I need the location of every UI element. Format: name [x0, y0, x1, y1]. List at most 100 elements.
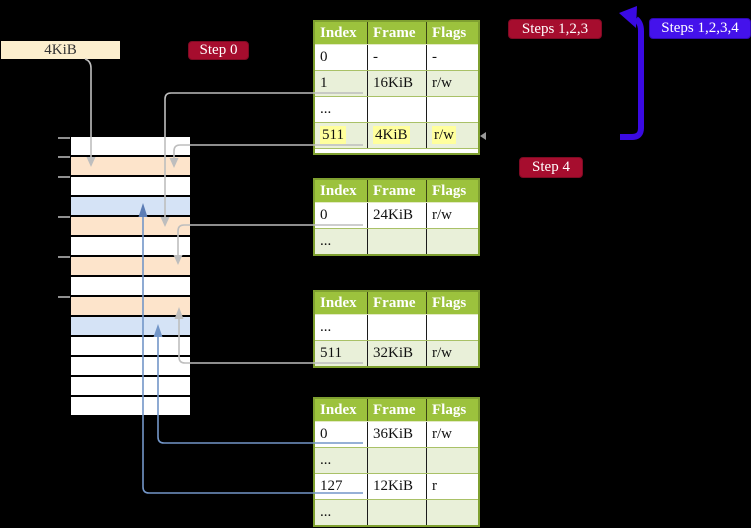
cell-value: r — [432, 478, 437, 494]
cell-value: ... — [320, 452, 332, 468]
table-cell: 1 — [315, 71, 367, 96]
memory-frame-row-white — [71, 137, 190, 155]
arrowhead-into-pt1-row511 — [480, 132, 486, 140]
table-cell — [426, 500, 478, 525]
cell-value: r/w — [432, 207, 452, 223]
cell-value: ... — [320, 319, 332, 335]
table-cell: ... — [315, 448, 367, 473]
cell-value: 127 — [320, 478, 343, 494]
table-cell — [426, 229, 478, 254]
address-tick — [58, 156, 70, 158]
table-cell — [367, 315, 426, 340]
table-body: ... 511 32KiB r/w — [315, 314, 478, 366]
cell-value: 12KiB — [373, 478, 414, 494]
table-cell: - — [426, 45, 478, 70]
column-header: Index — [320, 183, 357, 199]
cell-value: 1 — [320, 75, 328, 91]
memory-frame-row-white — [71, 397, 190, 415]
cell-value: 0 — [320, 207, 328, 223]
memory-frame-row-white — [71, 237, 190, 255]
table-row: 0 - - — [315, 44, 478, 70]
step4-badge: Step 4 — [519, 157, 583, 178]
table-row: 0 36KiB r/w — [315, 421, 478, 447]
cell-value: 36KiB — [373, 426, 414, 442]
memory-frame-row-white — [71, 177, 190, 195]
column-header: Frame — [367, 180, 426, 202]
column-header: Frame — [367, 399, 426, 421]
memory-frame-row-peach — [71, 217, 190, 235]
cell-value: r/w — [432, 75, 452, 91]
memory-frame-row-white — [71, 337, 190, 355]
table-cell: 0 — [315, 203, 367, 228]
address-tick — [58, 256, 70, 258]
table-row: 1 16KiB r/w — [315, 70, 478, 96]
cell-value: - — [373, 49, 378, 65]
table-cell: 4KiB — [367, 123, 426, 148]
steps1234-badge: Steps 1,2,3,4 — [649, 18, 751, 39]
table-cell — [426, 315, 478, 340]
column-header: Flags — [426, 180, 478, 202]
memory-column — [58, 137, 190, 415]
column-header: Index — [320, 402, 357, 418]
column-header: Index — [320, 295, 357, 311]
table-cell: r — [426, 474, 478, 499]
table-body: 0 24KiB r/w... — [315, 202, 478, 254]
table-row: 511 32KiB r/w — [315, 340, 478, 366]
column-header: Index — [320, 25, 357, 41]
table-cell: 32KiB — [367, 341, 426, 366]
table-row: ... — [315, 499, 478, 525]
big-steps-arrow — [619, 6, 644, 140]
memory-frame-row-white — [71, 377, 190, 395]
table-cell: r/w — [426, 203, 478, 228]
memory-frame-row-peach — [71, 257, 190, 275]
cell-value: 0 — [320, 426, 328, 442]
table-cell: r/w — [426, 422, 478, 447]
step0-badge: Step 0 — [188, 41, 249, 60]
highlighted-value: r/w — [432, 126, 456, 144]
address-tick — [58, 296, 70, 298]
table-row: ... — [315, 96, 478, 122]
table-cell: ... — [315, 315, 367, 340]
column-header: Frame — [367, 22, 426, 44]
column-header: Frame — [367, 292, 426, 314]
table-cell: ... — [315, 500, 367, 525]
table-cell — [367, 229, 426, 254]
cell-value: 16KiB — [373, 75, 414, 91]
cell-value: ... — [320, 504, 332, 520]
table-cell — [367, 500, 426, 525]
table-body: 0 36KiB r/w... 127 12KiB r... — [315, 421, 478, 525]
memory-frame-row-white — [71, 277, 190, 295]
table-cell: r/w — [426, 71, 478, 96]
cell-value: - — [432, 49, 437, 65]
cell-value: ... — [320, 101, 332, 117]
table-cell — [426, 448, 478, 473]
column-header: Flags — [426, 292, 478, 314]
table-row: 127 12KiB r — [315, 473, 478, 499]
memory-frame-row-blue — [71, 317, 190, 335]
cell-value: r/w — [432, 426, 452, 442]
table-cell: 511 — [315, 123, 367, 148]
cell-value: r/w — [432, 345, 452, 361]
address-tick — [58, 137, 70, 139]
cell-value: 0 — [320, 49, 328, 65]
cell-value: 511 — [320, 345, 342, 361]
table-cell: - — [367, 45, 426, 70]
table-cell: 36KiB — [367, 422, 426, 447]
cell-value: 32KiB — [373, 345, 414, 361]
memory-frame-row-blue — [71, 197, 190, 215]
table-cell: ... — [315, 229, 367, 254]
table-cell — [367, 448, 426, 473]
table-cell — [426, 97, 478, 122]
table-cell: 12KiB — [367, 474, 426, 499]
column-header: Flags — [426, 22, 478, 44]
table-cell: 24KiB — [367, 203, 426, 228]
table-cell: r/w — [426, 341, 478, 366]
